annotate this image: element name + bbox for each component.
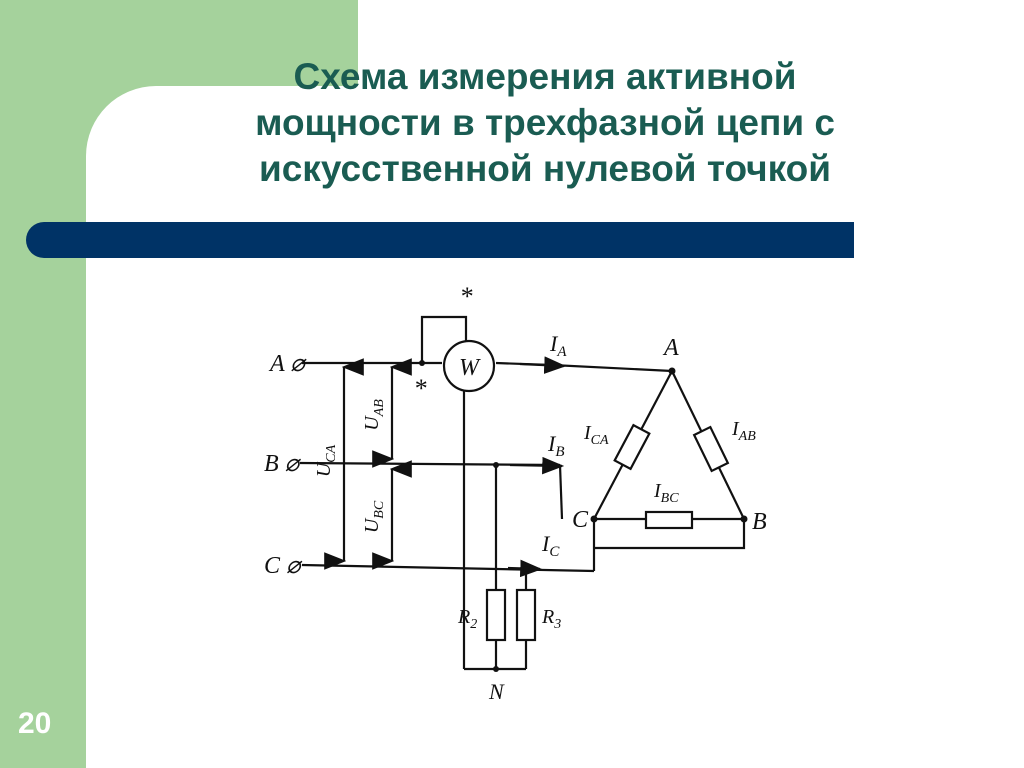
line-b-current-arrow <box>509 456 565 475</box>
wattmeter-circle <box>442 339 496 393</box>
line-c-wire <box>301 563 595 573</box>
junction-dot <box>493 462 499 468</box>
current-ica-label: ICA <box>583 422 609 448</box>
resistor-r3-label: R3 <box>541 606 561 632</box>
resistor-r3 <box>515 588 537 642</box>
delta-b-return-wire <box>594 519 746 550</box>
neutral-label: N <box>488 679 505 704</box>
voltage-ubc-label: UBC <box>361 500 387 533</box>
terminal-a-label: A ⌀ <box>268 351 307 377</box>
voltage-uab-label: UAB <box>361 399 387 431</box>
page-number: 20 <box>18 707 52 740</box>
wattmeter-symbol: W <box>459 355 481 381</box>
terminal-c-label: C ⌀ <box>264 553 303 579</box>
node-b-label: B <box>752 509 767 535</box>
left-green-strip <box>0 0 86 768</box>
resistor-ca <box>613 423 651 471</box>
resistor-ab <box>692 425 730 473</box>
circuit-schematic: W * * A ⌀ B ⌀ C ⌀ IA IB IC UCA UAB UBC A… <box>264 282 767 704</box>
node-c-dot <box>590 515 598 523</box>
current-ibc-label: IBC <box>653 480 679 506</box>
star-mark-left: * <box>414 374 427 403</box>
current-iab-label: IAB <box>731 418 756 444</box>
node-b-dot <box>740 515 748 523</box>
line-a-current-arrow <box>519 356 567 374</box>
resistor-r2-label: R2 <box>457 606 477 632</box>
current-ib-label: IB <box>547 431 565 460</box>
slide-title: Схема измерения активной мощности в трех… <box>130 54 960 192</box>
junction-dot <box>523 566 529 572</box>
content-panel <box>86 86 1024 768</box>
wattmeter-coil-loop <box>420 315 468 363</box>
star-mark-top: * <box>460 282 473 311</box>
title-line-3: искусственной нулевой точкой <box>258 148 832 189</box>
node-c-label: C <box>572 507 589 533</box>
junction-dot <box>419 360 425 366</box>
voltage-uca-label: UCA <box>313 444 339 477</box>
resistor-bc <box>644 510 694 530</box>
title-line-1: Схема измерения активной <box>293 56 797 97</box>
line-b-to-c-wire <box>558 464 564 520</box>
resistor-r2 <box>485 588 507 642</box>
title-line-2: мощности в трехфазной цепи с <box>255 102 835 143</box>
neutral-dot <box>493 666 499 672</box>
node-a-dot <box>668 367 676 375</box>
current-ia-label: IA <box>549 331 567 360</box>
terminal-b-label: B ⌀ <box>264 451 302 477</box>
current-ic-label: IC <box>541 531 560 560</box>
node-a-label: A <box>662 335 679 361</box>
title-divider-bar <box>26 222 854 258</box>
